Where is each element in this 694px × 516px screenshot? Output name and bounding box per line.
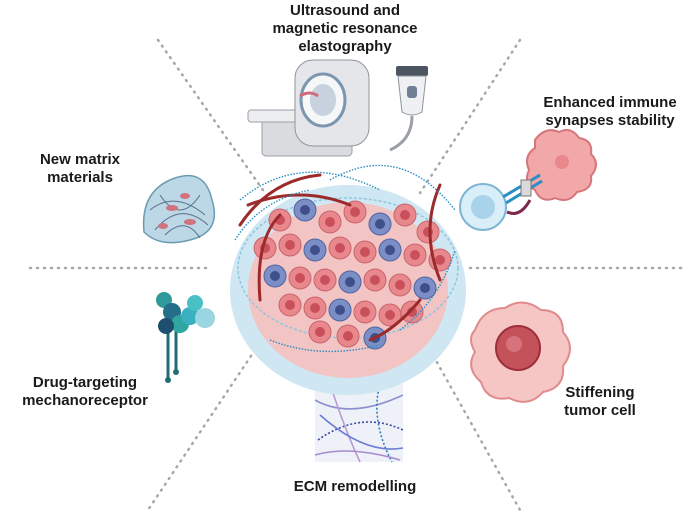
cell-nucleus <box>350 207 360 217</box>
cell-nucleus <box>360 307 370 317</box>
divider-top-right <box>418 38 522 195</box>
label-stiffening: Stiffening tumor cell <box>564 384 636 419</box>
divider-top-left <box>156 38 267 195</box>
label-new-matrix: New matrix materials <box>39 151 121 186</box>
ecm-fibers-icon <box>314 383 404 463</box>
cell-nucleus <box>310 245 320 255</box>
cell-nucleus <box>370 275 380 285</box>
cell-nucleus <box>295 273 305 283</box>
cell-nucleus <box>407 307 417 317</box>
cell-nucleus <box>400 210 410 220</box>
mri-scanner-icon <box>247 59 370 157</box>
tumor-cell-icon <box>470 301 571 403</box>
mechanoreceptor-icon <box>156 292 215 383</box>
cell-nucleus <box>343 331 353 341</box>
cell-nucleus <box>335 305 345 315</box>
cell-nucleus <box>335 243 345 253</box>
label-drug-targeting: Drug-targeting mechanoreceptor <box>22 374 148 409</box>
cell-nucleus <box>310 303 320 313</box>
cell-nucleus <box>395 280 405 290</box>
cell-nucleus <box>315 327 325 337</box>
divider-bottom-left <box>146 348 257 512</box>
cell-nucleus <box>360 247 370 257</box>
cell-nucleus <box>285 300 295 310</box>
label-ecm-remodelling: ECM remodelling <box>293 478 417 495</box>
label-immune-synapses: Enhanced immune synapses stability <box>543 94 677 129</box>
cell-nucleus <box>385 310 395 320</box>
cell-nucleus <box>285 240 295 250</box>
cell-nucleus <box>435 255 445 265</box>
divider-bottom-right <box>428 348 522 512</box>
cell-nucleus <box>410 250 420 260</box>
cell-nucleus <box>320 275 330 285</box>
cell-nucleus <box>325 217 335 227</box>
cell-nucleus <box>420 283 430 293</box>
cell-nucleus <box>385 245 395 255</box>
cell-nucleus <box>270 271 280 281</box>
label-elastography: Ultrasound and magnetic resonance elasto… <box>272 2 418 55</box>
tumor-microenvironment-icon <box>230 164 466 395</box>
ultrasound-probe-icon <box>389 66 428 152</box>
divider-lines <box>28 38 687 512</box>
t-cell-synapse-icon <box>459 129 597 231</box>
cell-nucleus <box>375 219 385 229</box>
cell-nucleus <box>300 205 310 215</box>
hydrogel-matrix-icon <box>142 174 216 244</box>
tumor-cells <box>253 198 452 350</box>
cell-nucleus <box>345 277 355 287</box>
